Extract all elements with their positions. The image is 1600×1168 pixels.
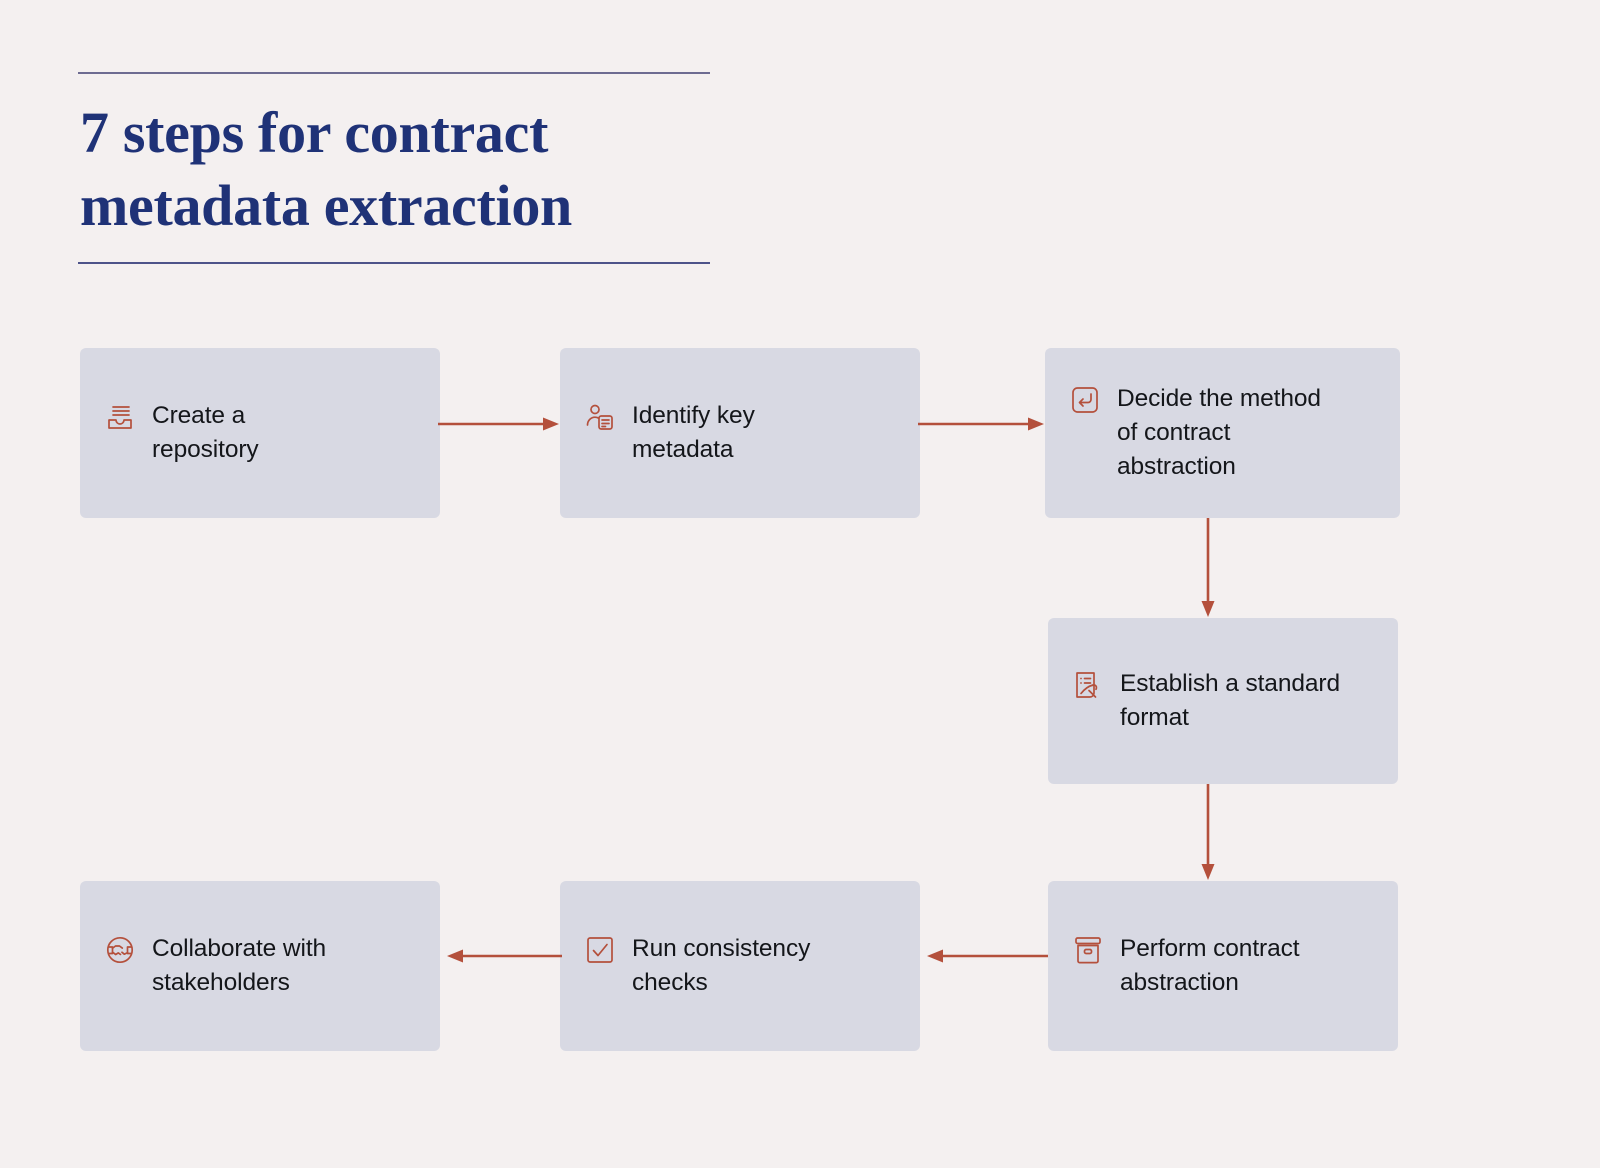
connector-arrow-step6-to-step7 [440,948,562,964]
archive-box-icon [1072,934,1104,966]
document-pen-icon [1072,669,1104,701]
connector-arrow-step3-to-step4 [1200,518,1216,618]
flow-step-collaborate-with-stakeholders[interactable]: Collaborate with stakeholders [80,881,440,1051]
flow-step-decide-method[interactable]: Decide the method of contract abstractio… [1045,348,1400,518]
flow-step-label: Establish a standard format [1120,670,1340,731]
enter-return-arrow-icon [1069,384,1101,416]
flow-step-label: Collaborate with stakeholders [152,935,327,996]
flow-step-label: Create a repository [152,402,259,463]
flow-step-perform-contract-abstraction[interactable]: Perform contract abstraction [1048,881,1398,1051]
flow-step-establish-standard-format[interactable]: Establish a standard format [1048,618,1398,784]
flow-step-identify-key-metadata[interactable]: Identify key metadata [560,348,920,518]
inbox-tray-icon [104,401,136,433]
connector-arrow-step5-to-step6 [920,948,1048,964]
person-document-icon [584,401,616,433]
title-rule-top [78,72,710,74]
connector-arrow-step4-to-step5 [1200,784,1216,881]
handshake-circle-icon [104,934,136,966]
flow-step-label: Perform contract abstraction [1120,935,1300,996]
connector-arrow-step2-to-step3 [918,416,1045,432]
checkbox-check-icon [584,934,616,966]
connector-arrow-step1-to-step2 [438,416,560,432]
title-rule-bottom [78,262,710,265]
flow-step-label: Decide the method of contract abstractio… [1117,385,1321,480]
flow-step-run-consistency-checks[interactable]: Run consistency checks [560,881,920,1051]
flow-step-label: Run consistency checks [632,935,811,996]
page-title: 7 steps for contract metadata extraction [80,100,572,239]
flow-step-create-repository[interactable]: Create a repository [80,348,440,518]
flow-step-label: Identify key metadata [632,402,755,463]
title-block: 7 steps for contract metadata extraction [78,72,710,265]
